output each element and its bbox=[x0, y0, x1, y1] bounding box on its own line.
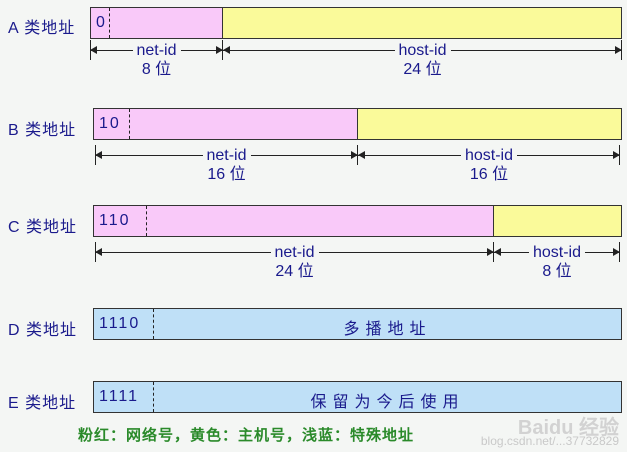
class-d-label: D 类地址 bbox=[8, 322, 78, 339]
class-a-net-segment: 0 bbox=[90, 7, 223, 39]
class-c-prefix-bits: 110 bbox=[99, 212, 131, 229]
class-a-host-dimension: host-id 24 位 bbox=[223, 40, 622, 82]
class-b-prefix-bits: 10 bbox=[99, 115, 121, 132]
class-e-description: 保留为今后使用 bbox=[310, 394, 465, 411]
class-d-bar: 1110 多播地址 bbox=[93, 308, 622, 340]
class-d-multicast-segment: 1110 多播地址 bbox=[93, 308, 622, 340]
class-c-net-dimension: net-id 24 位 bbox=[95, 242, 494, 284]
class-c-bar: 110 bbox=[93, 205, 622, 237]
class-b-host-segment bbox=[358, 108, 622, 140]
class-a-host-segment bbox=[223, 7, 622, 39]
class-c-host-id-label: host-id bbox=[532, 244, 582, 261]
class-b-host-id-label: host-id bbox=[464, 147, 514, 164]
class-a-net-dimension: net-id 8 位 bbox=[90, 40, 223, 82]
class-d-prefix-bits: 1110 bbox=[99, 315, 141, 332]
class-c-host-size: 8 位 bbox=[542, 263, 572, 280]
class-b-label: B 类地址 bbox=[8, 122, 77, 139]
watermark-sub: blog.csdn.net/...37732829 bbox=[480, 434, 619, 448]
class-a-bar: 0 bbox=[90, 7, 622, 39]
class-b-bar: 10 bbox=[93, 108, 622, 140]
class-c-host-dimension: host-id 8 位 bbox=[494, 242, 620, 284]
class-c-label: C 类地址 bbox=[8, 219, 78, 236]
watermark-logo: Baidu 经验 bbox=[517, 417, 619, 439]
class-a-host-size: 24 位 bbox=[403, 61, 442, 78]
class-c-net-segment: 110 bbox=[93, 205, 494, 237]
color-legend: 粉红：网络号，黄色：主机号，浅蓝：特殊地址 bbox=[78, 426, 415, 444]
class-b-net-dimension: net-id 16 位 bbox=[95, 145, 358, 187]
class-b-net-segment: 10 bbox=[93, 108, 358, 140]
class-e-reserved-segment: 1111 保留为今后使用 bbox=[93, 381, 622, 413]
class-c-prefix-divider bbox=[146, 206, 147, 236]
class-b-prefix-divider bbox=[129, 109, 130, 139]
class-b-host-dimension: host-id 16 位 bbox=[358, 145, 620, 187]
class-e-label: E 类地址 bbox=[8, 395, 77, 412]
class-a-host-id-label: host-id bbox=[398, 42, 447, 59]
class-a-prefix-bits: 0 bbox=[96, 14, 107, 31]
class-b-net-size: 16 位 bbox=[207, 166, 246, 183]
class-e-prefix-divider bbox=[153, 382, 154, 412]
class-a-label: A 类地址 bbox=[8, 20, 76, 37]
class-a-prefix-divider bbox=[109, 8, 110, 38]
class-c-host-segment bbox=[494, 205, 622, 237]
class-a-net-size: 8 位 bbox=[141, 61, 172, 78]
class-c-net-size: 24 位 bbox=[275, 263, 314, 280]
class-d-description: 多播地址 bbox=[343, 321, 432, 338]
class-c-net-id-label: net-id bbox=[274, 244, 315, 261]
class-b-host-size: 16 位 bbox=[469, 166, 509, 183]
class-a-net-id-label: net-id bbox=[136, 42, 177, 59]
watermark: Baidu 经验 blog.csdn.net/...37732829 bbox=[480, 417, 619, 448]
class-e-prefix-bits: 1111 bbox=[99, 388, 140, 405]
class-e-bar: 1111 保留为今后使用 bbox=[93, 381, 622, 413]
class-b-net-id-label: net-id bbox=[206, 147, 247, 164]
class-d-prefix-divider bbox=[153, 309, 154, 339]
